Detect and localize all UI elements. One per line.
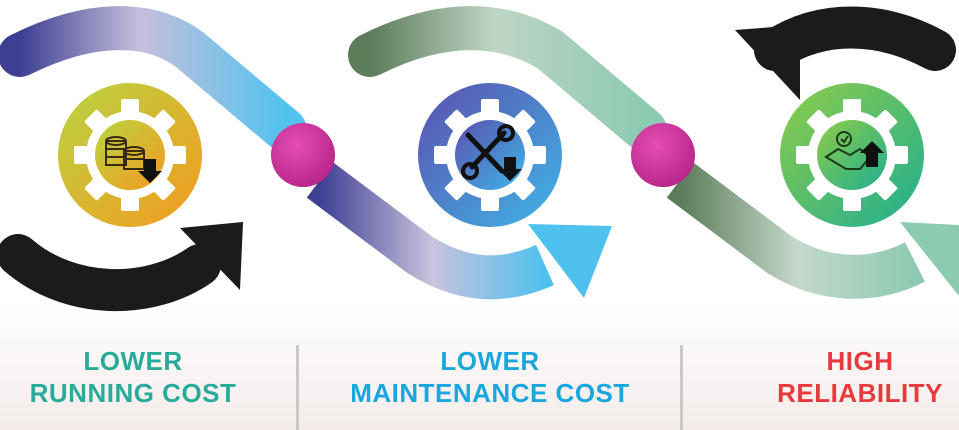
divider-1 [296,345,299,430]
wave-arrow-4 [900,222,959,296]
caption-line2: MAINTENANCE COST [350,378,630,408]
caption-running-cost: LOWER RUNNING COST [0,345,283,409]
wave-arrow-2 [528,224,612,298]
caption-line1: LOWER [83,346,183,376]
caption-line1: LOWER [440,346,540,376]
gear-badge-1 [58,83,202,227]
divider-2 [680,345,683,430]
wave-band-4 [666,162,926,299]
wave-band-1 [0,6,307,152]
connector-ball-1 [271,123,335,187]
caption-line2: RELIABILITY [777,378,943,408]
gear-badge-2 [418,83,562,227]
black-arrow-top-head [735,25,800,100]
tools-down-icon [461,124,522,181]
caption-reliability: HIGH RELIABILITY [710,345,959,409]
caption-maintenance-cost: LOWER MAINTENANCE COST [340,345,640,409]
wave-band-2 [306,162,554,300]
background-floor [0,300,959,430]
black-arrow-bottom-head [180,222,243,290]
coins-down-icon [105,136,162,183]
connector-ball-2 [631,123,695,187]
gear-badge-3 [780,83,924,227]
black-arrow-bottom [0,234,221,312]
caption-line2: RUNNING COST [29,378,237,408]
handshake-up-icon [824,131,884,170]
wave-band-3 [348,6,667,152]
caption-line1: HIGH [826,346,894,376]
